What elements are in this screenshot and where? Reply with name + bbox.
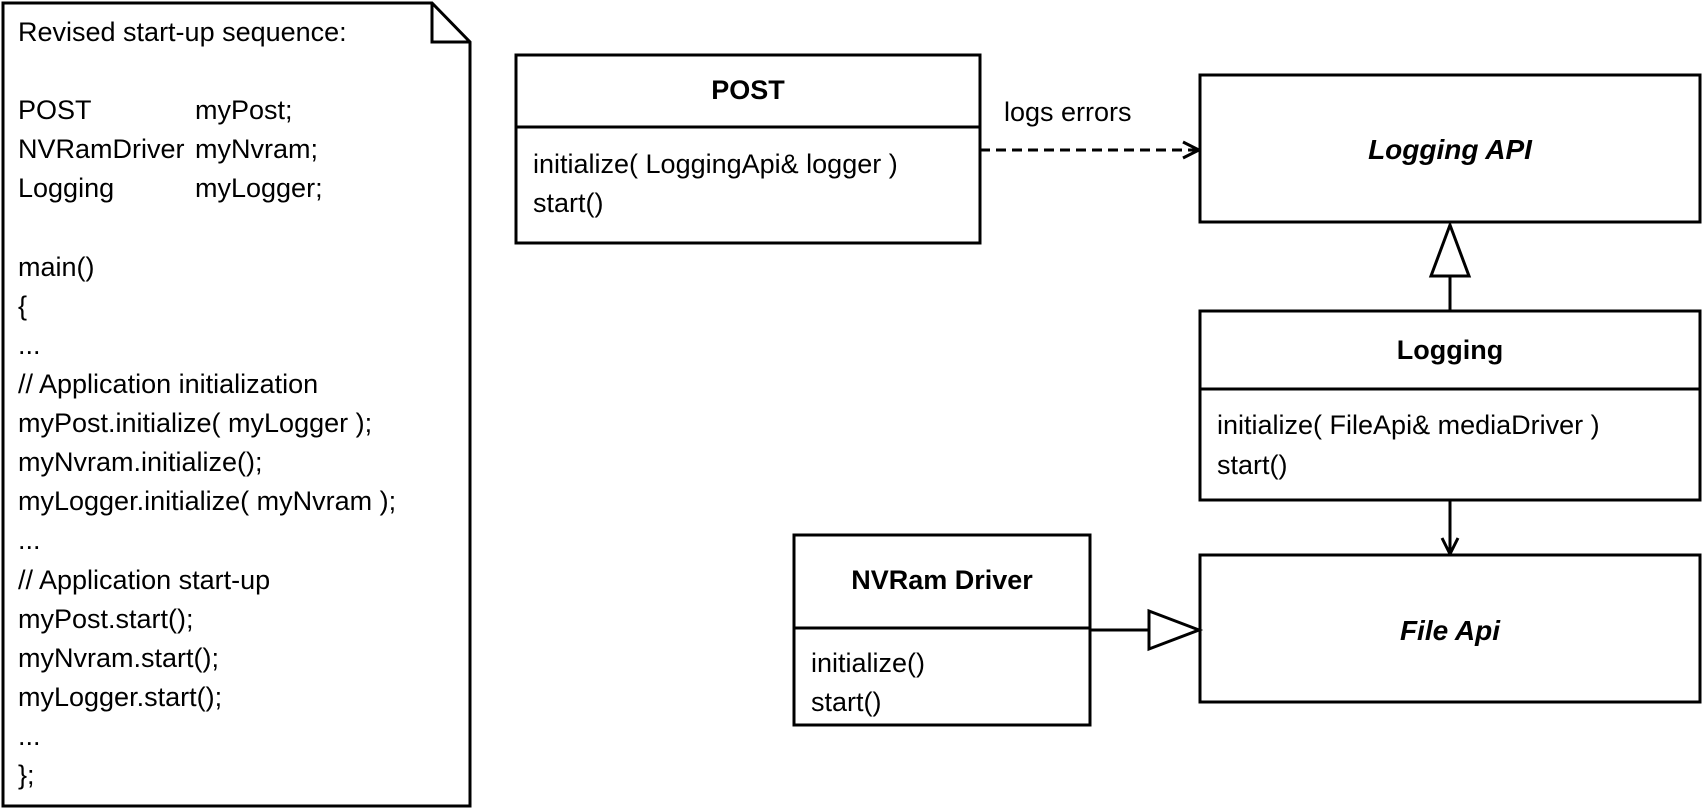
note-line: myLogger.initialize( myNvram ); <box>18 486 396 516</box>
note-declaration: myNvram; <box>195 134 318 164</box>
class-method: initialize( LoggingApi& logger ) <box>533 149 898 179</box>
note-line: main() <box>18 252 95 282</box>
class-name: NVRam Driver <box>851 565 1033 595</box>
class-method: start() <box>811 687 882 717</box>
class-post: POST initialize( LoggingApi& logger ) st… <box>514 53 982 245</box>
class-method: initialize() <box>811 648 925 678</box>
note-line: myLogger.start(); <box>18 682 222 712</box>
note-line: Revised start-up sequence: <box>18 17 347 47</box>
realization-arrow <box>1428 220 1472 311</box>
note-line: // Application start-up <box>18 565 270 595</box>
note-line: { <box>18 291 27 321</box>
code-note: Revised start-up sequence: POST myPost; … <box>1 1 472 808</box>
note-line: Logging <box>18 173 114 203</box>
note-line: myPost.start(); <box>18 604 194 634</box>
edge-label: logs errors <box>1004 97 1132 127</box>
note-line: // Application initialization <box>18 369 318 399</box>
class-method: start() <box>533 188 604 218</box>
note-line: ... <box>18 330 41 360</box>
class-nvram-driver: NVRam Driver initialize() start() <box>792 533 1092 727</box>
note-line: POST <box>18 95 92 125</box>
interface-logging-api: Logging API <box>1198 73 1702 224</box>
note-line: ... <box>18 721 41 751</box>
note-line: NVRamDriver <box>18 134 185 164</box>
note-line: ... <box>18 525 41 555</box>
class-method: start() <box>1217 450 1288 480</box>
note-line: myPost.initialize( myLogger ); <box>18 408 372 438</box>
note-line: myNvram.start(); <box>18 643 219 673</box>
class-method: initialize( FileApi& mediaDriver ) <box>1217 410 1600 440</box>
note-declaration: myLogger; <box>195 173 323 203</box>
interface-name: File Api <box>1400 615 1501 646</box>
class-name: POST <box>711 75 785 105</box>
note-line: myNvram.initialize(); <box>18 447 263 477</box>
note-declaration: myPost; <box>195 95 293 125</box>
class-name: Logging <box>1397 335 1503 365</box>
dependency-arrow: logs errors <box>980 97 1198 150</box>
note-line: }; <box>18 760 35 790</box>
interface-name: Logging API <box>1368 134 1533 165</box>
interface-file-api: File Api <box>1198 553 1702 704</box>
class-logging: Logging initialize( FileApi& mediaDriver… <box>1198 309 1702 502</box>
realization-arrow <box>1090 608 1204 652</box>
